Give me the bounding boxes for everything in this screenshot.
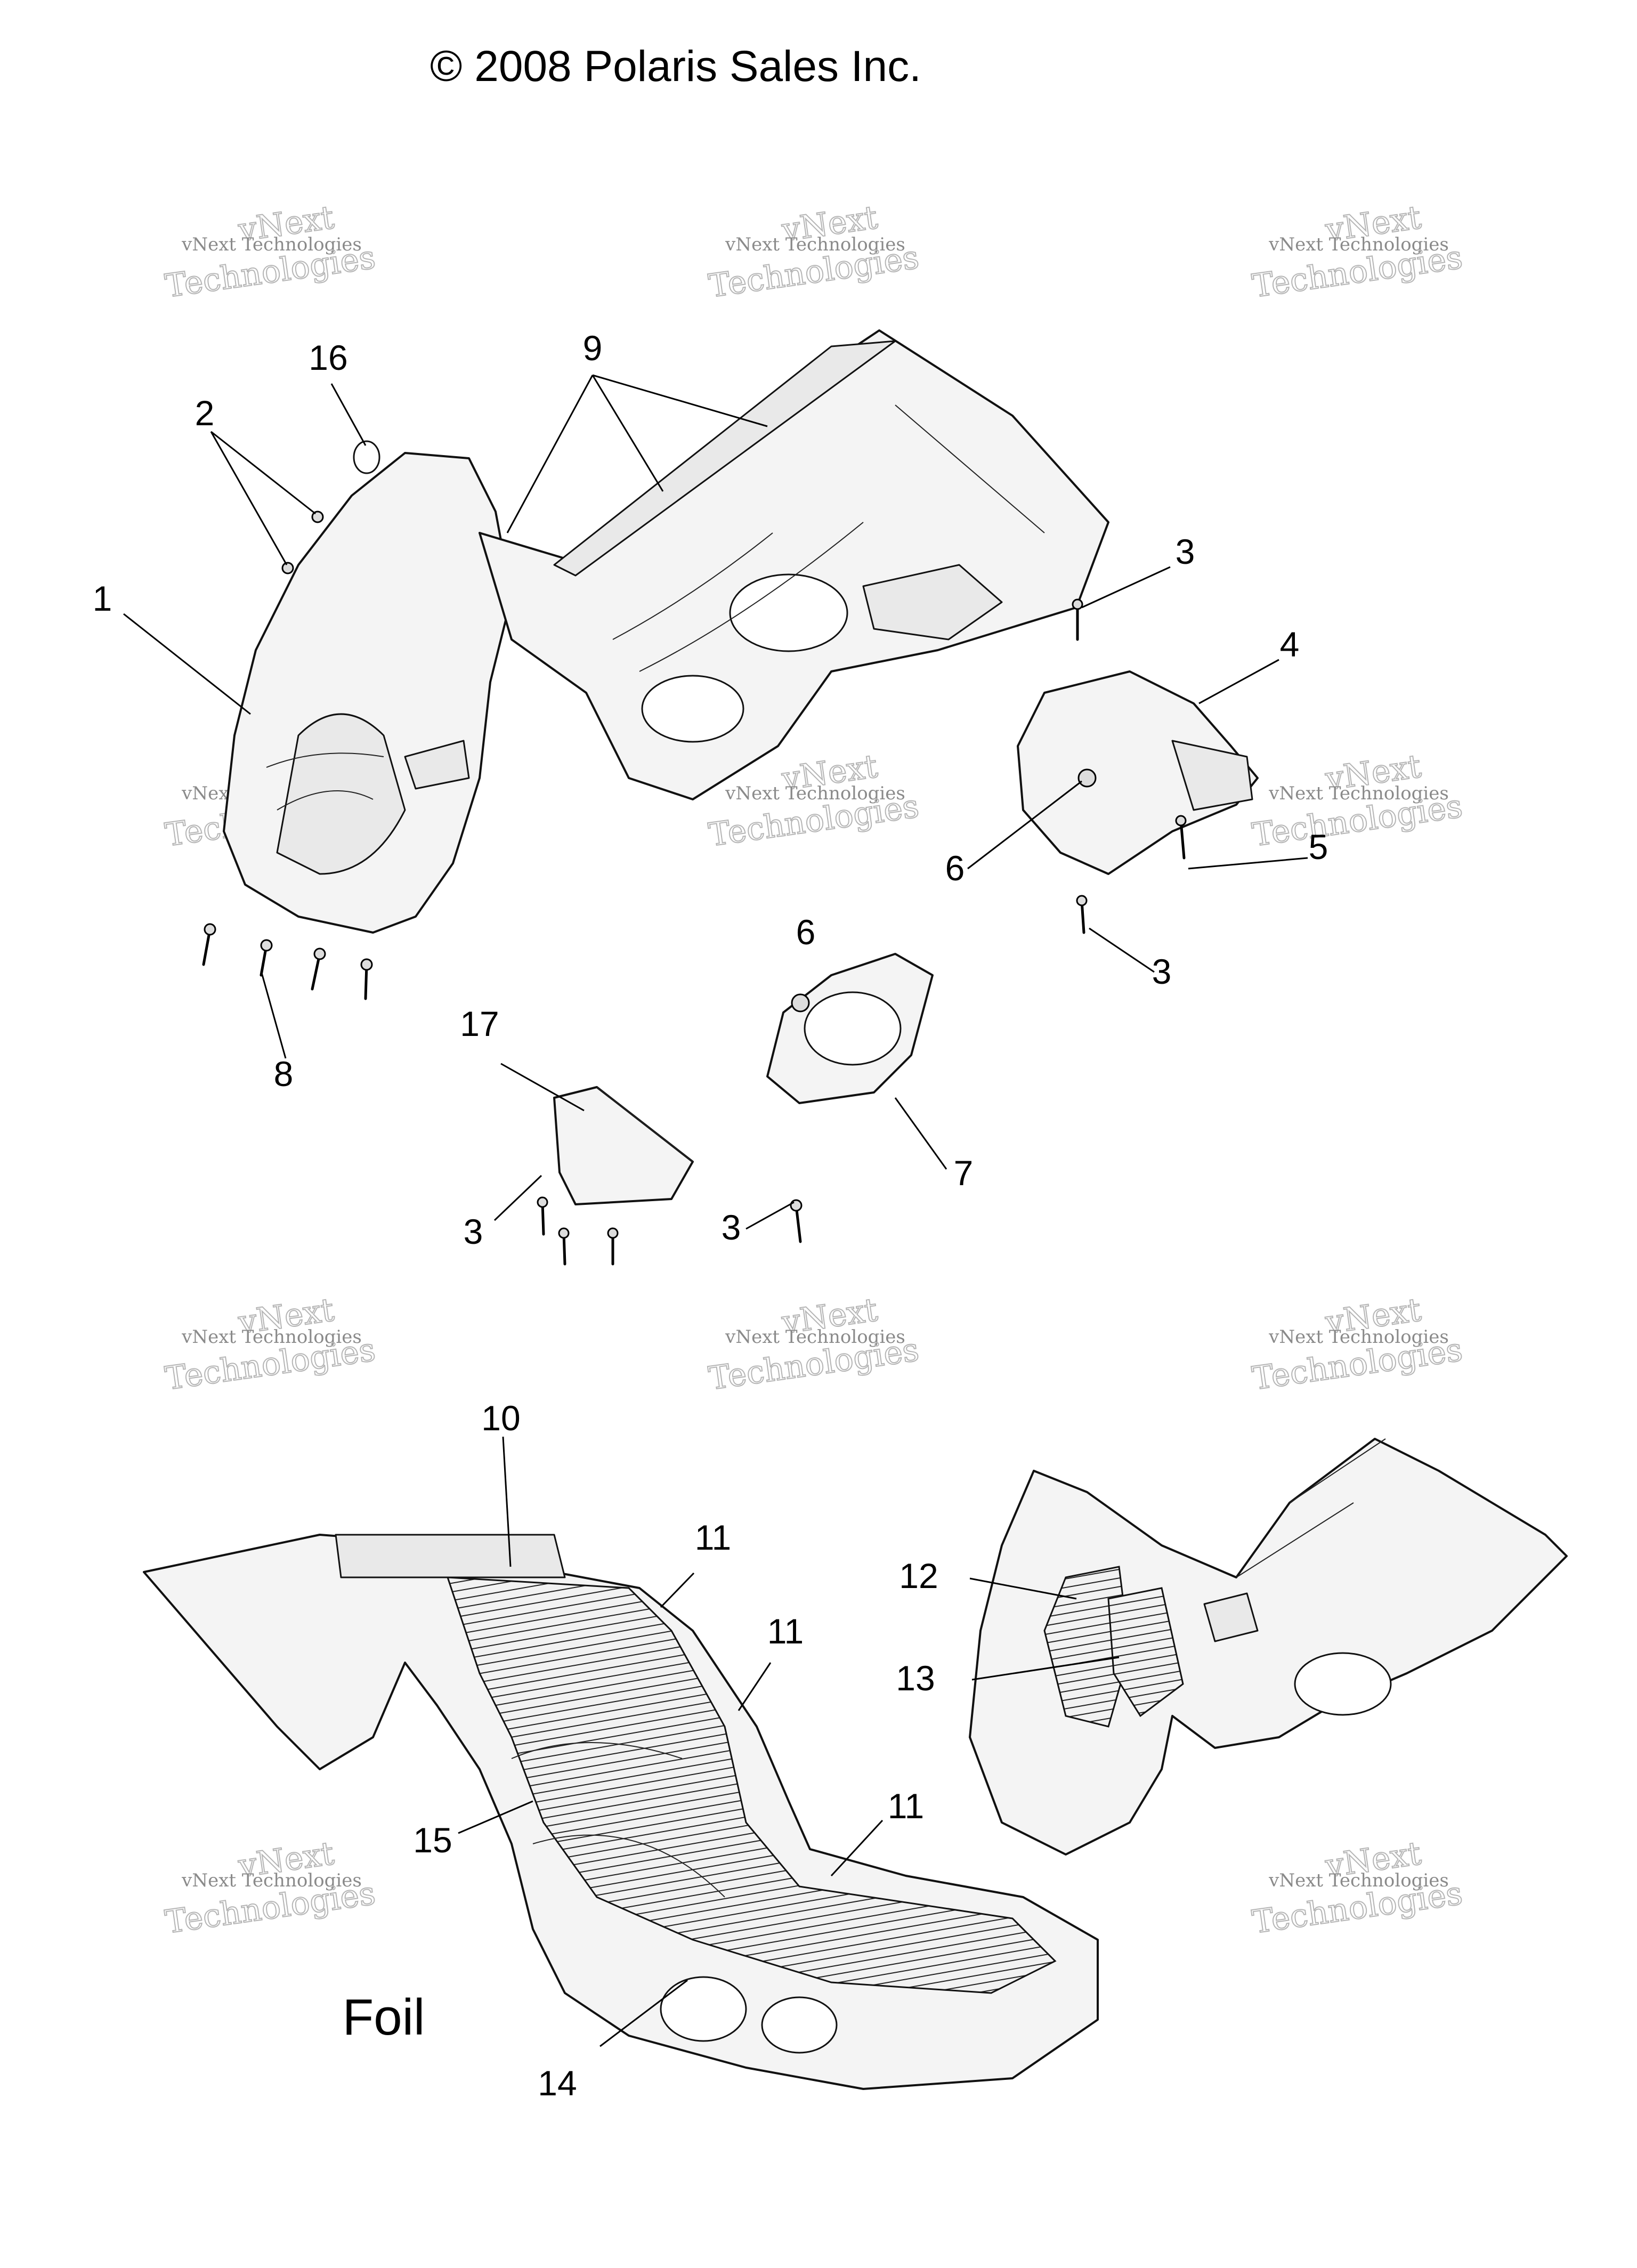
part-1-fender-liner	[223, 452, 513, 934]
watermark-line1: vNext Technologies	[181, 1326, 362, 1348]
callout-11-b: 11	[767, 1611, 804, 1651]
callout-4: 4	[1280, 625, 1300, 664]
watermark-line1: vNext Technologies	[181, 234, 362, 255]
callout-3-b: 3	[1152, 952, 1172, 991]
callout-16: 16	[309, 338, 347, 377]
callout-2: 2	[195, 393, 215, 433]
callout-8: 8	[274, 1054, 294, 1094]
copyright-title: © 2008 Polaris Sales Inc.	[430, 42, 921, 91]
watermark-line1: vNext Technologies	[181, 1870, 362, 1891]
callout-5: 5	[1309, 827, 1328, 866]
part-16-ring	[353, 440, 380, 474]
foil-assembly-right	[969, 1438, 1568, 1856]
callout-9: 9	[583, 328, 603, 368]
callout-7: 7	[954, 1153, 974, 1193]
callout-3-c: 3	[464, 1212, 483, 1251]
callout-11-a: 11	[695, 1518, 732, 1557]
callout-11-c: 11	[888, 1786, 925, 1826]
watermark-line1: vNext Technologies	[1268, 234, 1449, 255]
watermark-line1: vNext Technologies	[725, 234, 905, 255]
watermark-line1: vNext Technologies	[1268, 1870, 1449, 1891]
watermark-line1: vNext Technologies	[1268, 1326, 1449, 1348]
part-7-grommet-plate	[766, 953, 934, 1104]
fasteners	[202, 511, 1187, 1266]
callout-17: 17	[460, 1004, 499, 1043]
watermark-line1: vNext Technologies	[725, 1326, 905, 1348]
leader-lines-lower	[458, 1436, 1120, 2047]
callout-13: 13	[896, 1658, 935, 1698]
foil-section-label: Foil	[343, 1989, 425, 2046]
callout-15: 15	[413, 1820, 452, 1860]
callout-12: 12	[899, 1556, 938, 1595]
callout-3-d: 3	[722, 1208, 741, 1247]
leader-lines-upper	[123, 374, 1308, 1230]
callout-14: 14	[538, 2063, 577, 2103]
callout-6-a: 6	[945, 848, 965, 888]
part-6-grommet-upper	[1077, 768, 1097, 788]
foil-assembly-left	[143, 1534, 1099, 2090]
callout-10: 10	[481, 1398, 520, 1438]
part-17-bracket	[553, 1086, 694, 1205]
callout-3-a: 3	[1176, 532, 1195, 571]
callout-1: 1	[93, 579, 112, 618]
watermark-line1: vNext Technologies	[725, 783, 905, 804]
part-9-floor-panel	[479, 329, 1109, 800]
watermark-line1: vNext Technologies	[1268, 783, 1449, 804]
callout-labels: 1 2 16 9 3 4 6 5 3 6 8 17 7 3 3 10 11 11…	[93, 328, 1328, 2103]
callout-6-b: 6	[796, 912, 816, 952]
part-6-grommet-lower	[791, 993, 810, 1013]
part-4-splash-shield	[1017, 670, 1259, 875]
